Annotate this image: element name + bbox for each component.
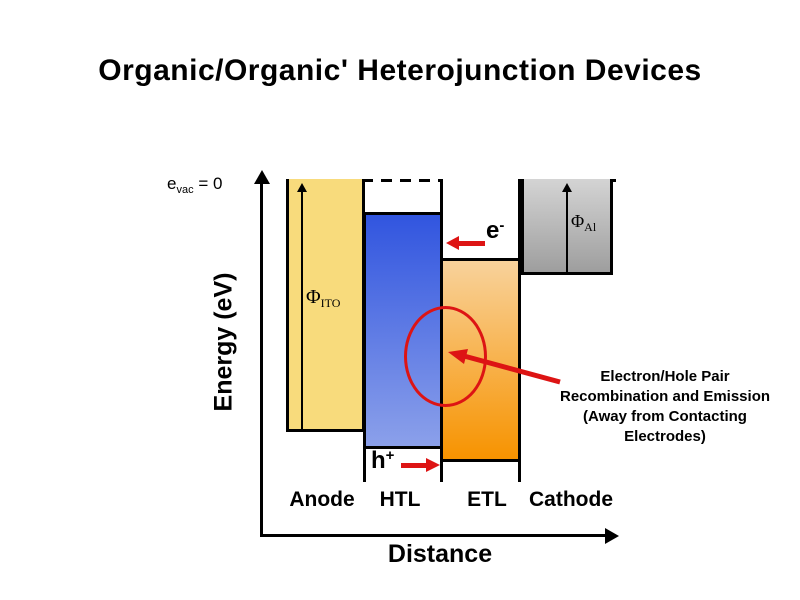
x-axis-label: Distance (387, 540, 493, 568)
hole-arrow-icon (426, 458, 440, 472)
cathode-label: Cathode (529, 488, 613, 511)
hole-arrow-shaft (401, 463, 426, 468)
annotation-line-2: Recombination and Emission (559, 388, 771, 405)
hole-label: h+ (371, 447, 395, 474)
electron-label: e- (486, 217, 505, 244)
htl-label: HTL (379, 488, 421, 511)
phi-ito-label: ΦITO (306, 286, 341, 310)
anode-band (286, 179, 365, 432)
electron-arrow-shaft (459, 241, 485, 246)
annotation-line-1: Electron/Hole Pair (600, 368, 730, 385)
annotation-line-3: (Away from Contacting (583, 408, 747, 425)
annotation-text: Electron/Hole Pair Recombination and Emi… (534, 367, 796, 447)
ito-workfunction-arrow (301, 191, 303, 429)
x-axis-line (260, 534, 608, 537)
anode-label: Anode (289, 488, 355, 511)
al-workfunction-arrowhead-icon (562, 183, 572, 192)
vacuum-level-label: evac = 0 (167, 174, 223, 196)
recombination-ellipse (404, 306, 487, 407)
y-axis-arrowhead-icon (254, 170, 270, 184)
etl-right-edge-line (518, 462, 521, 482)
y-axis-label: Energy (eV) (209, 272, 238, 412)
slide-title: Organic/Organic' Heterojunction Devices (98, 54, 702, 87)
ito-workfunction-arrowhead-icon (297, 183, 307, 192)
annotation-arrow-icon (448, 349, 561, 385)
y-axis-line (260, 183, 263, 537)
al-workfunction-arrow (566, 191, 568, 272)
annotation-line-4: Electrodes) (624, 428, 706, 445)
x-axis-arrowhead-icon (605, 528, 619, 544)
etl-label: ETL (467, 488, 507, 511)
electron-arrow-icon (446, 236, 459, 250)
phi-al-label: ΦAl (571, 211, 597, 234)
